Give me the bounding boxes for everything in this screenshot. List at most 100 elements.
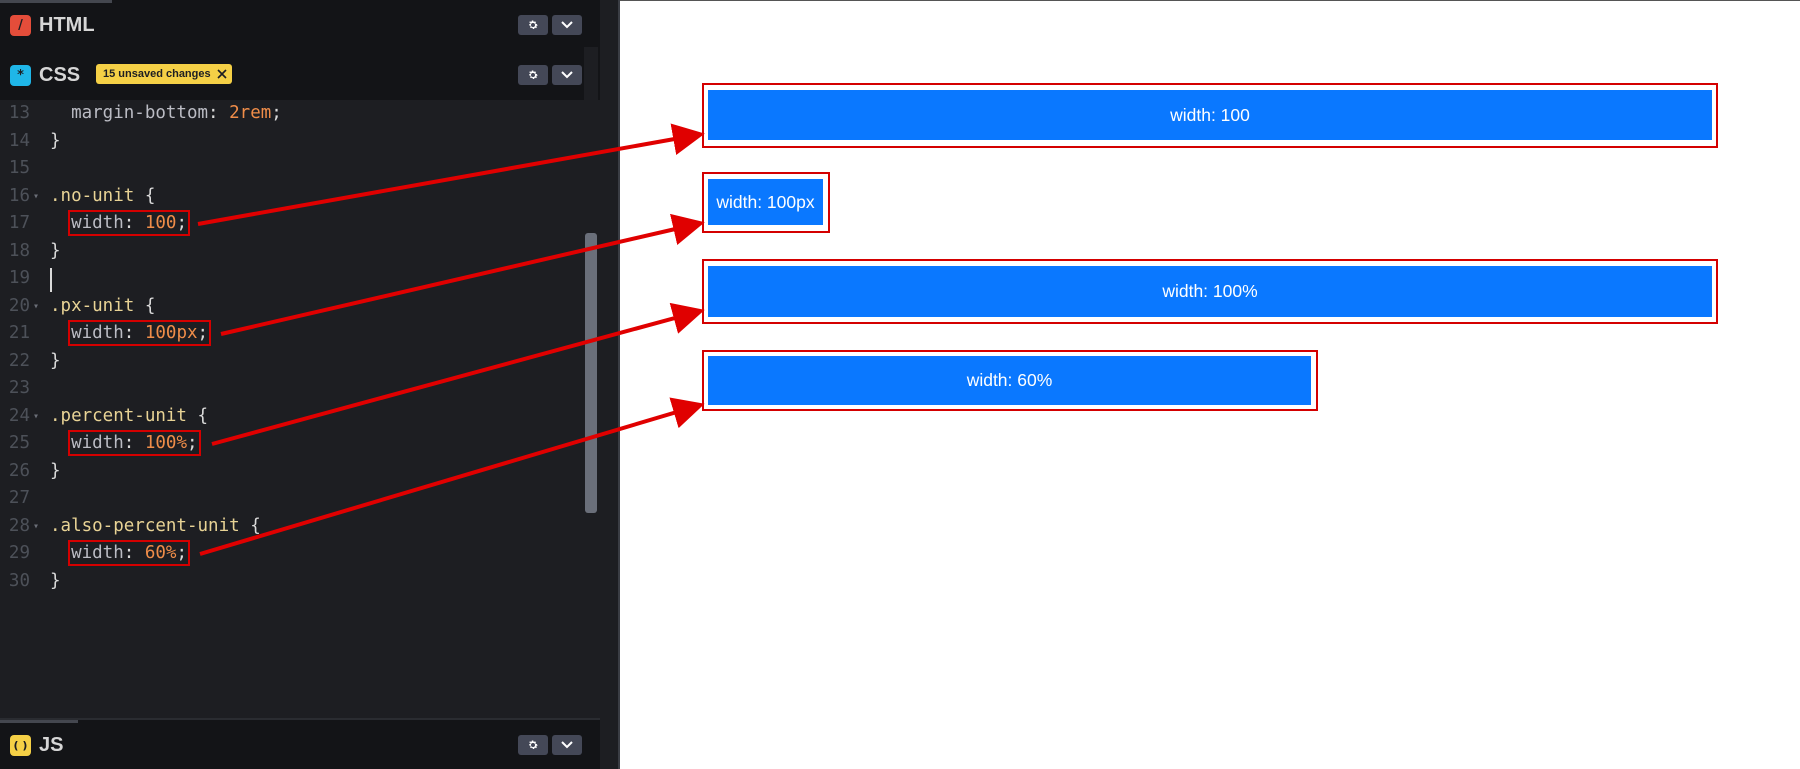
code-line: 22} — [0, 348, 585, 375]
gear-icon — [529, 20, 538, 29]
line-number: 25 — [8, 433, 30, 453]
code-line: 13 margin-bottom: 2rem; — [0, 100, 585, 127]
box-label: width: 100% — [1162, 281, 1258, 301]
highlighted-declaration: width: 100; — [68, 210, 190, 236]
unsaved-changes-label: 15 unsaved changes — [103, 68, 211, 80]
close-icon[interactable] — [217, 69, 227, 79]
code-text: } — [50, 130, 61, 151]
line-number: 15 — [8, 158, 30, 178]
chevron-down-icon — [561, 71, 573, 79]
highlighted-declaration: width: 100px; — [68, 320, 212, 346]
line-number: 28 — [8, 515, 30, 536]
code-text: } — [50, 570, 61, 591]
code-line: 29 width: 60%; — [0, 540, 585, 567]
code-line: 14} — [0, 128, 585, 155]
code-text: } — [50, 350, 61, 371]
line-number: 18 — [8, 240, 30, 261]
code-text: width: 60%; — [50, 540, 190, 567]
code-line: 16▾ .no-unit { — [0, 183, 585, 210]
highlight-outline — [702, 83, 1718, 148]
js-panel-header[interactable]: ( ) JS — [0, 720, 600, 769]
gear-icon — [529, 740, 538, 749]
highlight-outline — [702, 259, 1718, 324]
line-number: 23 — [8, 378, 30, 398]
fold-toggle-icon[interactable]: ▾ — [33, 410, 40, 422]
code-editor: / HTML * CSS 15 unsaved changes 12 justi… — [0, 0, 618, 769]
no-unit-box: width: 100 — [708, 90, 1712, 140]
code-text: margin-bottom: 2rem; — [71, 103, 282, 123]
html-logo-icon: / — [10, 15, 31, 36]
code-line: 24▾ .percent-unit { — [0, 403, 585, 430]
gear-icon — [529, 70, 538, 79]
code-text: width: 100; — [50, 210, 190, 237]
panel-separator — [0, 718, 600, 720]
code-text: .no-unit { — [50, 185, 156, 206]
line-number: 19 — [8, 268, 30, 288]
also-percent-unit-box: width: 60% — [708, 356, 1311, 405]
css-panel-title: CSS — [39, 64, 81, 86]
highlight-outline — [702, 350, 1318, 411]
unsaved-changes-badge[interactable]: 15 unsaved changes — [96, 64, 232, 84]
code-line: 20▾.px-unit { — [0, 293, 585, 320]
code-text: .percent-unit { — [50, 405, 209, 426]
code-line: 25 width: 100%; — [0, 430, 585, 457]
tab-underline — [0, 0, 112, 3]
html-panel-title: HTML — [39, 14, 95, 36]
line-number: 16 — [8, 185, 30, 206]
js-panel-title: JS — [39, 734, 64, 756]
code-line: 26} — [0, 458, 585, 485]
code-line: 27 — [0, 485, 585, 512]
code-text: width: 100px; — [50, 320, 212, 347]
line-number: 17 — [8, 213, 30, 233]
highlighted-declaration: width: 100%; — [68, 430, 201, 456]
html-collapse-button[interactable] — [552, 15, 582, 35]
html-panel-header[interactable]: / HTML — [0, 0, 600, 50]
line-number: 13 — [8, 103, 30, 123]
css-logo-icon: * — [10, 65, 31, 86]
code-line: 18} — [0, 238, 585, 265]
code-line: 28▾ .also-percent-unit { — [0, 513, 585, 540]
html-settings-button[interactable] — [518, 15, 548, 35]
clipped-line: 12 justify-content: center; — [0, 84, 585, 100]
line-number: 20 — [8, 295, 30, 316]
tab-underline — [0, 720, 78, 723]
box-label: width: 100 — [1170, 104, 1250, 125]
result-preview: width: 100 width: 100px width: 100% widt… — [620, 0, 1800, 769]
line-number: 26 — [8, 460, 30, 481]
line-number: 27 — [8, 488, 30, 508]
code-text: .also-percent-unit { — [50, 515, 261, 536]
box-label: width: 60% — [966, 370, 1053, 390]
fold-toggle-icon[interactable]: ▾ — [33, 300, 40, 312]
box-label: width: 100px — [716, 191, 815, 212]
code-text: width: 100%; — [50, 430, 201, 457]
scrollbar-thumb[interactable] — [585, 233, 597, 513]
code-text: } — [50, 460, 61, 481]
percent-unit-box: width: 100% — [708, 266, 1712, 317]
code-text: } — [50, 240, 61, 261]
code-line: 17 width: 100; — [0, 210, 585, 237]
chevron-down-icon — [561, 741, 573, 749]
px-unit-box: width: 100px — [708, 179, 823, 225]
fold-toggle-icon[interactable]: ▾ — [33, 520, 40, 532]
code-line: 30} — [0, 568, 585, 595]
line-number: 22 — [8, 350, 30, 371]
line-number: 29 — [8, 543, 30, 563]
line-number: 14 — [8, 130, 30, 151]
highlight-outline — [702, 172, 830, 233]
code-line: 19 — [0, 265, 585, 292]
js-logo-icon: ( ) — [10, 735, 31, 756]
css-settings-button[interactable] — [518, 65, 548, 85]
fold-toggle-icon[interactable]: ▾ — [33, 190, 40, 202]
code-line: 21 width: 100px; — [0, 320, 585, 347]
line-number: 24 — [8, 405, 30, 426]
code-line: 15 — [0, 155, 585, 182]
chevron-down-icon — [561, 21, 573, 29]
line-number: 21 — [8, 323, 30, 343]
js-collapse-button[interactable] — [552, 735, 582, 755]
js-settings-button[interactable] — [518, 735, 548, 755]
css-collapse-button[interactable] — [552, 65, 582, 85]
code-line: 23 — [0, 375, 585, 402]
line-number: 30 — [8, 570, 30, 591]
text-cursor — [50, 268, 52, 292]
